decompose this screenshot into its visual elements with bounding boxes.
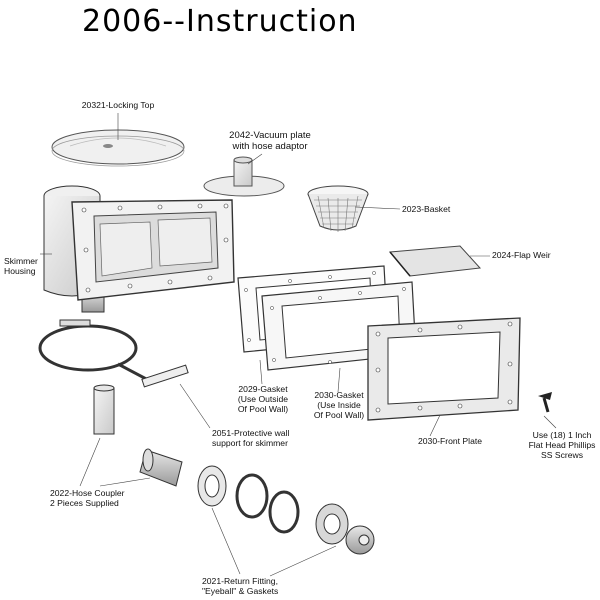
screws-label: Use (18) 1 Inch Flat Head Phillips SS Sc… xyxy=(528,430,596,460)
wall-support-part xyxy=(38,319,189,388)
hose-coupler-part xyxy=(93,384,183,487)
page-title: 2006--Instruction xyxy=(82,4,358,39)
gasket-inside-label: 2030-Gasket (Use Inside Of Pool Wall) xyxy=(313,390,365,420)
basket-part xyxy=(307,185,369,232)
flap-weir-label: 2024-Flap Weir xyxy=(492,250,551,260)
return-fitting-label: 2021-Return Fitting, "Eyeball" & Gaskets xyxy=(202,576,279,596)
leader-lines xyxy=(40,113,557,577)
screw-part xyxy=(538,392,552,413)
skimmer-housing-part xyxy=(43,185,235,313)
gasket-outside-label: 2029-Gasket (Use Outside Of Pool Wall) xyxy=(237,384,289,414)
vacuum-plate-label: 2042-Vacuum plate with hose adaptor xyxy=(229,130,311,152)
vacuum-plate-part xyxy=(203,156,285,197)
hose-coupler-label: 2022-Hose Coupler 2 Pieces Supplied xyxy=(50,488,125,508)
front-plate-label: 2030-Front Plate xyxy=(418,436,483,446)
return-fitting-part xyxy=(197,465,375,555)
front-plate-part xyxy=(367,317,521,421)
flap-weir-part xyxy=(389,245,482,277)
basket-label: 2023-Basket xyxy=(402,204,451,214)
wall-support-label: 2051-Protective wall support for skimmer xyxy=(212,428,290,448)
locking-top-label: 20321-Locking Top xyxy=(81,100,155,110)
skimmer-housing-label: Skimmer Housing xyxy=(4,256,38,276)
